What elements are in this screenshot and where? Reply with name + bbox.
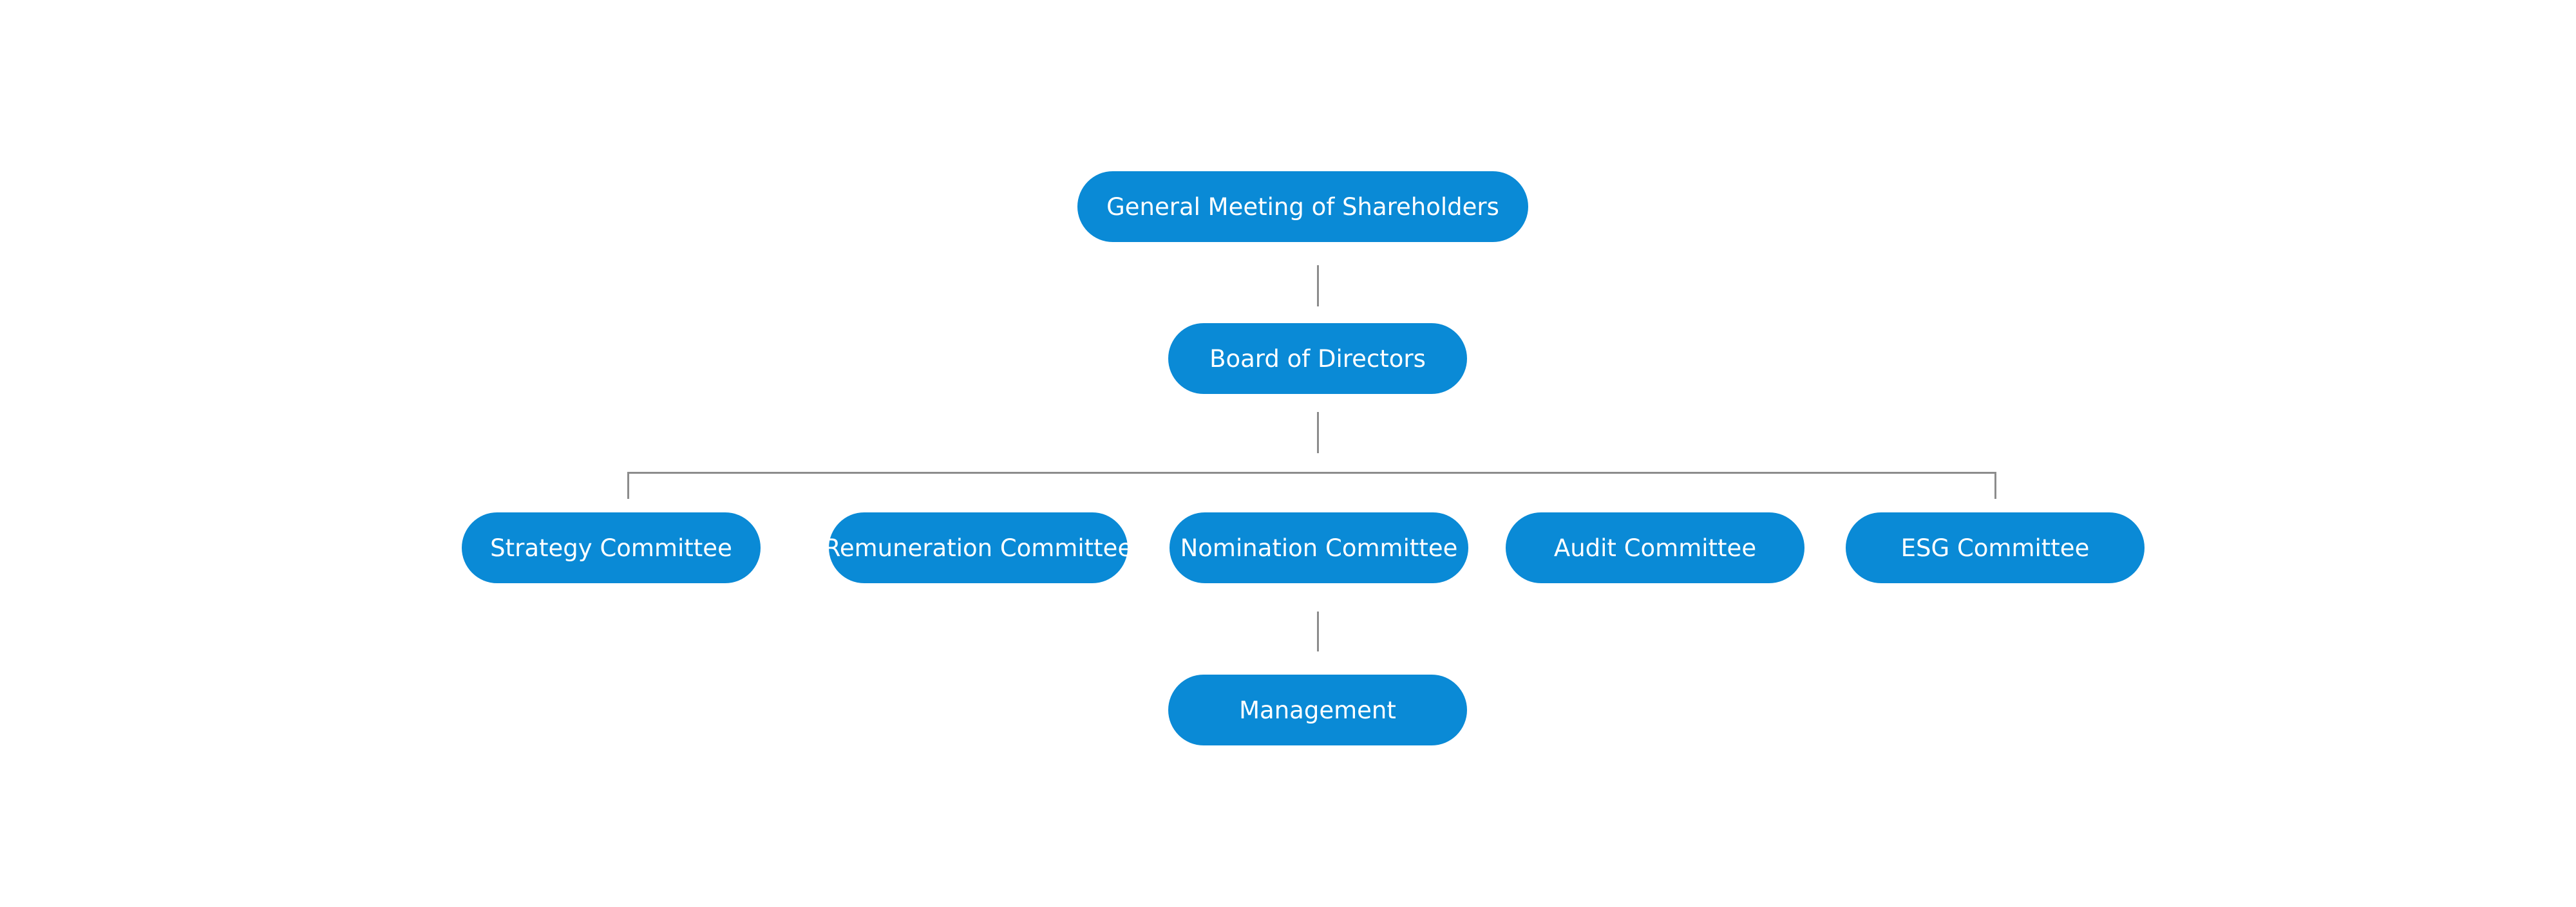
connector-gm-board [1317,265,1319,306]
node-esg-committee-label: ESG Committee [1900,534,2090,562]
connector-bus-drop-right [1994,472,1996,499]
connector-nomination-management [1317,612,1319,651]
connector-bus-drop-left [627,472,629,499]
node-nomination-committee-label: Nomination Committee [1180,534,1458,562]
node-strategy-committee-label: Strategy Committee [490,534,732,562]
node-strategy-committee: Strategy Committee [462,512,761,583]
node-board-of-directors-label: Board of Directors [1209,344,1426,373]
node-management: Management [1168,675,1467,745]
node-general-meeting-label: General Meeting of Shareholders [1106,192,1499,221]
connector-board-bus [1317,412,1319,453]
node-nomination-committee: Nomination Committee [1170,512,1468,583]
node-remuneration-committee-label: Remuneration Committee [824,534,1133,562]
node-general-meeting: General Meeting of Shareholders [1077,171,1528,242]
node-management-label: Management [1239,696,1396,724]
node-board-of-directors: Board of Directors [1168,323,1467,394]
node-remuneration-committee: Remuneration Committee [824,512,1132,583]
node-audit-committee-label: Audit Committee [1553,534,1757,562]
connector-committee-bus [627,472,1996,474]
node-esg-committee: ESG Committee [1846,512,2145,583]
node-audit-committee: Audit Committee [1506,512,1804,583]
